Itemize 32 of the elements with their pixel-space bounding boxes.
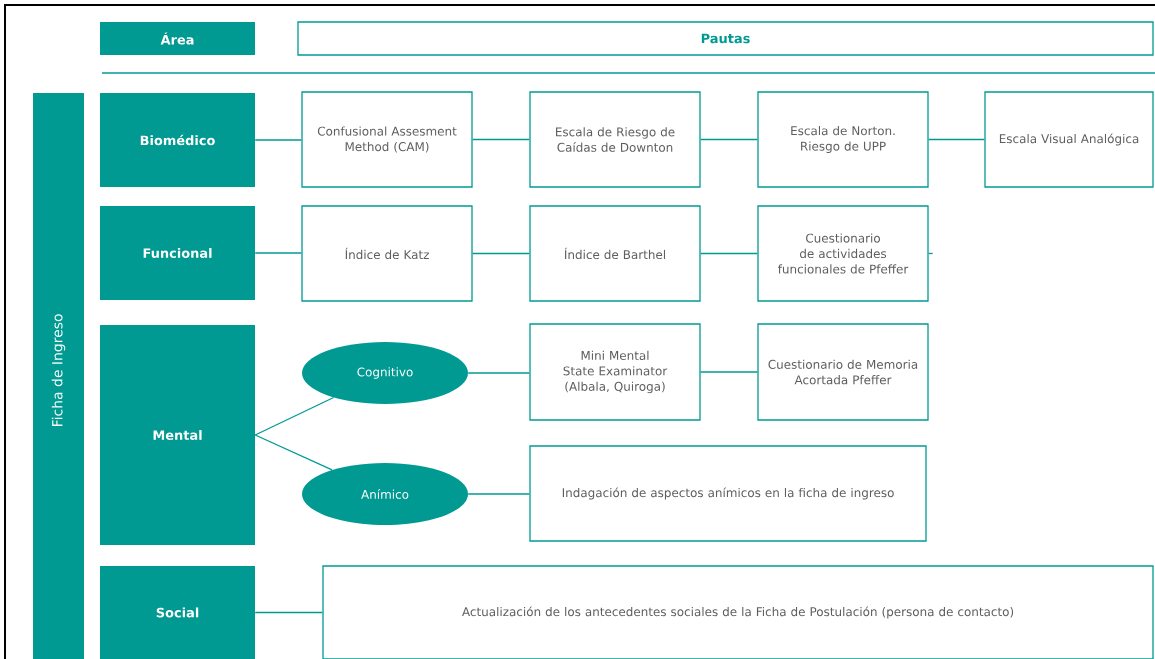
tool-box: Índice de Katz bbox=[301, 205, 473, 302]
tool-box: Escala de Riesgo de Caídas de Downton bbox=[529, 91, 701, 188]
area-box: Funcional bbox=[100, 206, 255, 300]
connector-line bbox=[700, 138, 758, 141]
connector-line bbox=[700, 371, 758, 373]
connector-line bbox=[254, 611, 323, 614]
tool-box: Índice de Barthel bbox=[529, 205, 701, 302]
connector-line bbox=[254, 139, 302, 141]
area-box: Social bbox=[100, 566, 255, 659]
connector-line bbox=[254, 252, 302, 254]
tool-box: Mini Mental State Examinator (Albala, Quiroga) bbox=[529, 323, 701, 421]
connector-line bbox=[928, 138, 985, 141]
area-box: Área bbox=[100, 22, 255, 55]
connector-line bbox=[467, 493, 530, 495]
area-box: Mental bbox=[100, 325, 255, 545]
area-box: Biomédico bbox=[100, 93, 255, 187]
connector-line bbox=[472, 138, 530, 141]
header-box: Pautas bbox=[297, 21, 1154, 56]
tool-box: Escala Visual Analógica bbox=[984, 91, 1154, 188]
tool-box: Escala de Norton. Riesgo de UPP bbox=[757, 91, 929, 188]
connector-line bbox=[472, 252, 530, 255]
tool-box: Cuestionario de Memoria Acortada Pfeffer bbox=[757, 323, 929, 421]
tool-box: Cuestionario de actividades funcionales de Pfeffer bbox=[757, 205, 929, 302]
tool-box: Confusional Assesment Method (CAM) bbox=[301, 91, 473, 188]
side-bar: Ficha de Ingreso bbox=[33, 93, 84, 659]
connector-line bbox=[700, 252, 758, 255]
connector-line bbox=[928, 252, 934, 255]
connector-line bbox=[254, 434, 333, 471]
connector-line bbox=[254, 396, 335, 436]
connector-line bbox=[467, 372, 530, 374]
tool-box: Actualización de los antecedentes sociales de la Ficha de Postulación (persona de contacto) bbox=[322, 565, 1154, 659]
tool-box: Indagación de aspectos anímicos en la ficha de ingreso bbox=[529, 445, 927, 542]
